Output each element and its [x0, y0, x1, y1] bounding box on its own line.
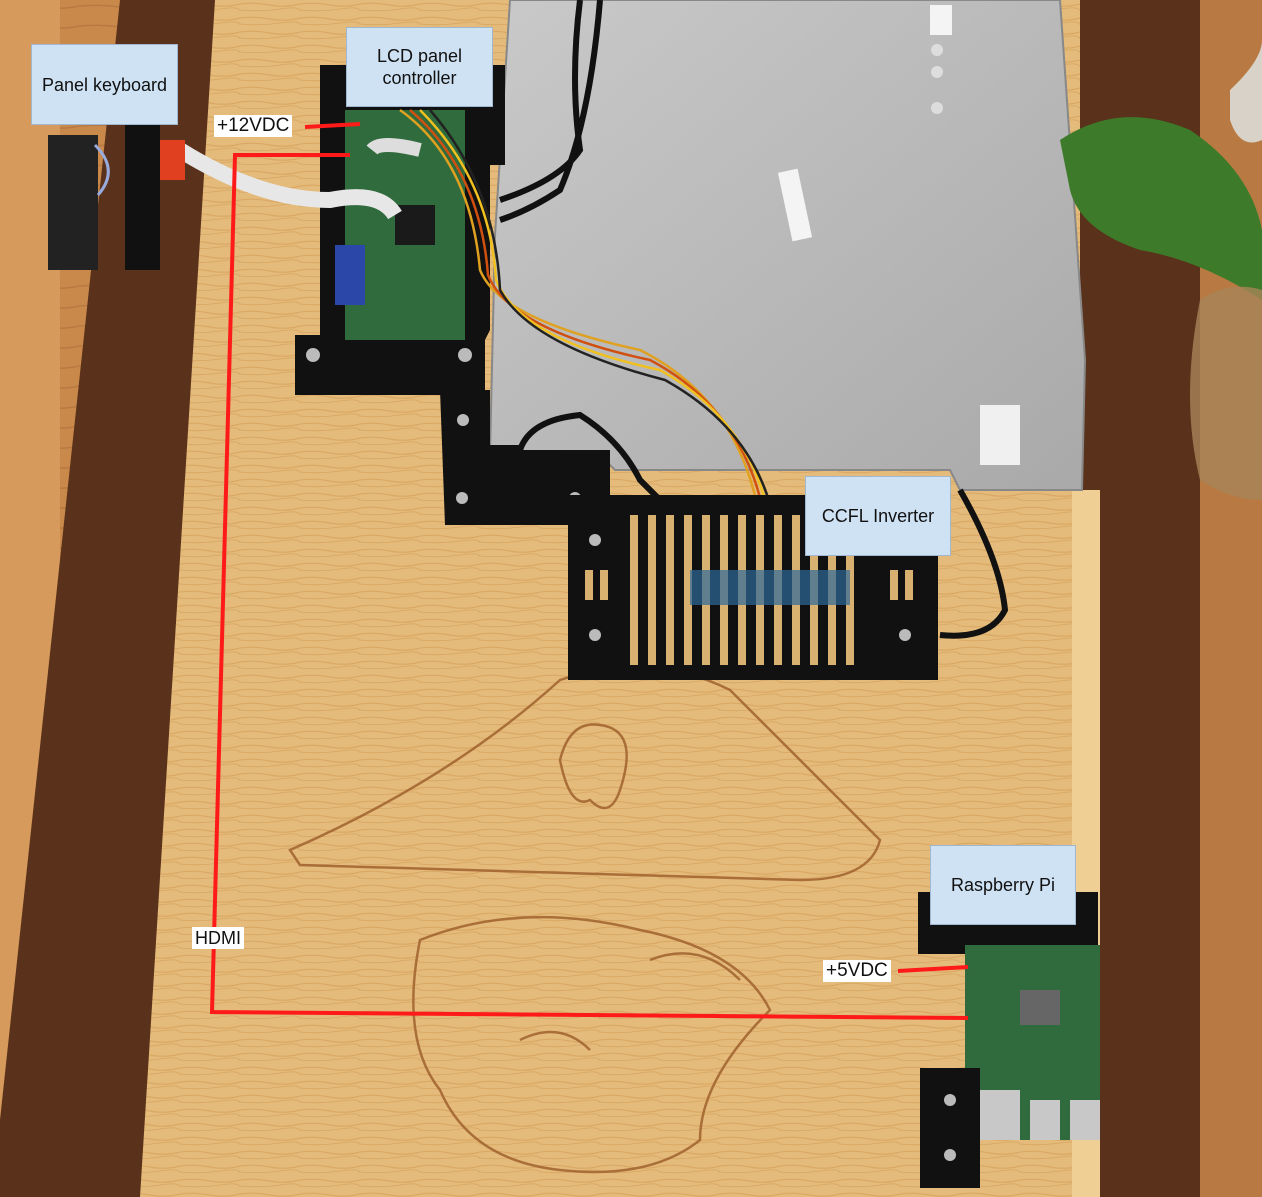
label-ccfl-inverter: CCFL Inverter	[805, 476, 951, 556]
lcd-panel	[488, 0, 1087, 491]
wire-5vdc	[897, 965, 969, 973]
black-cables	[499, 0, 1009, 639]
burned-drawing	[288, 665, 882, 1174]
panel-wires	[399, 108, 787, 621]
label-panel-keyboard: Panel keyboard	[31, 44, 178, 125]
wire-hdmi	[209, 153, 969, 1020]
label-raspberry-pi: Raspberry Pi	[930, 845, 1076, 925]
wire-label-5vdc: +5VDC	[823, 960, 891, 982]
connection-wires	[209, 122, 969, 1020]
plant	[1060, 40, 1262, 500]
wire-label-12vdc: +12VDC	[214, 115, 293, 137]
inverter-grille	[568, 495, 938, 680]
wire-label-hdmi: HDMI	[192, 927, 244, 949]
wire-12vdc	[304, 122, 361, 129]
keyboard-hardware	[48, 125, 185, 270]
label-lcd-controller: LCD panel controller	[346, 27, 493, 107]
